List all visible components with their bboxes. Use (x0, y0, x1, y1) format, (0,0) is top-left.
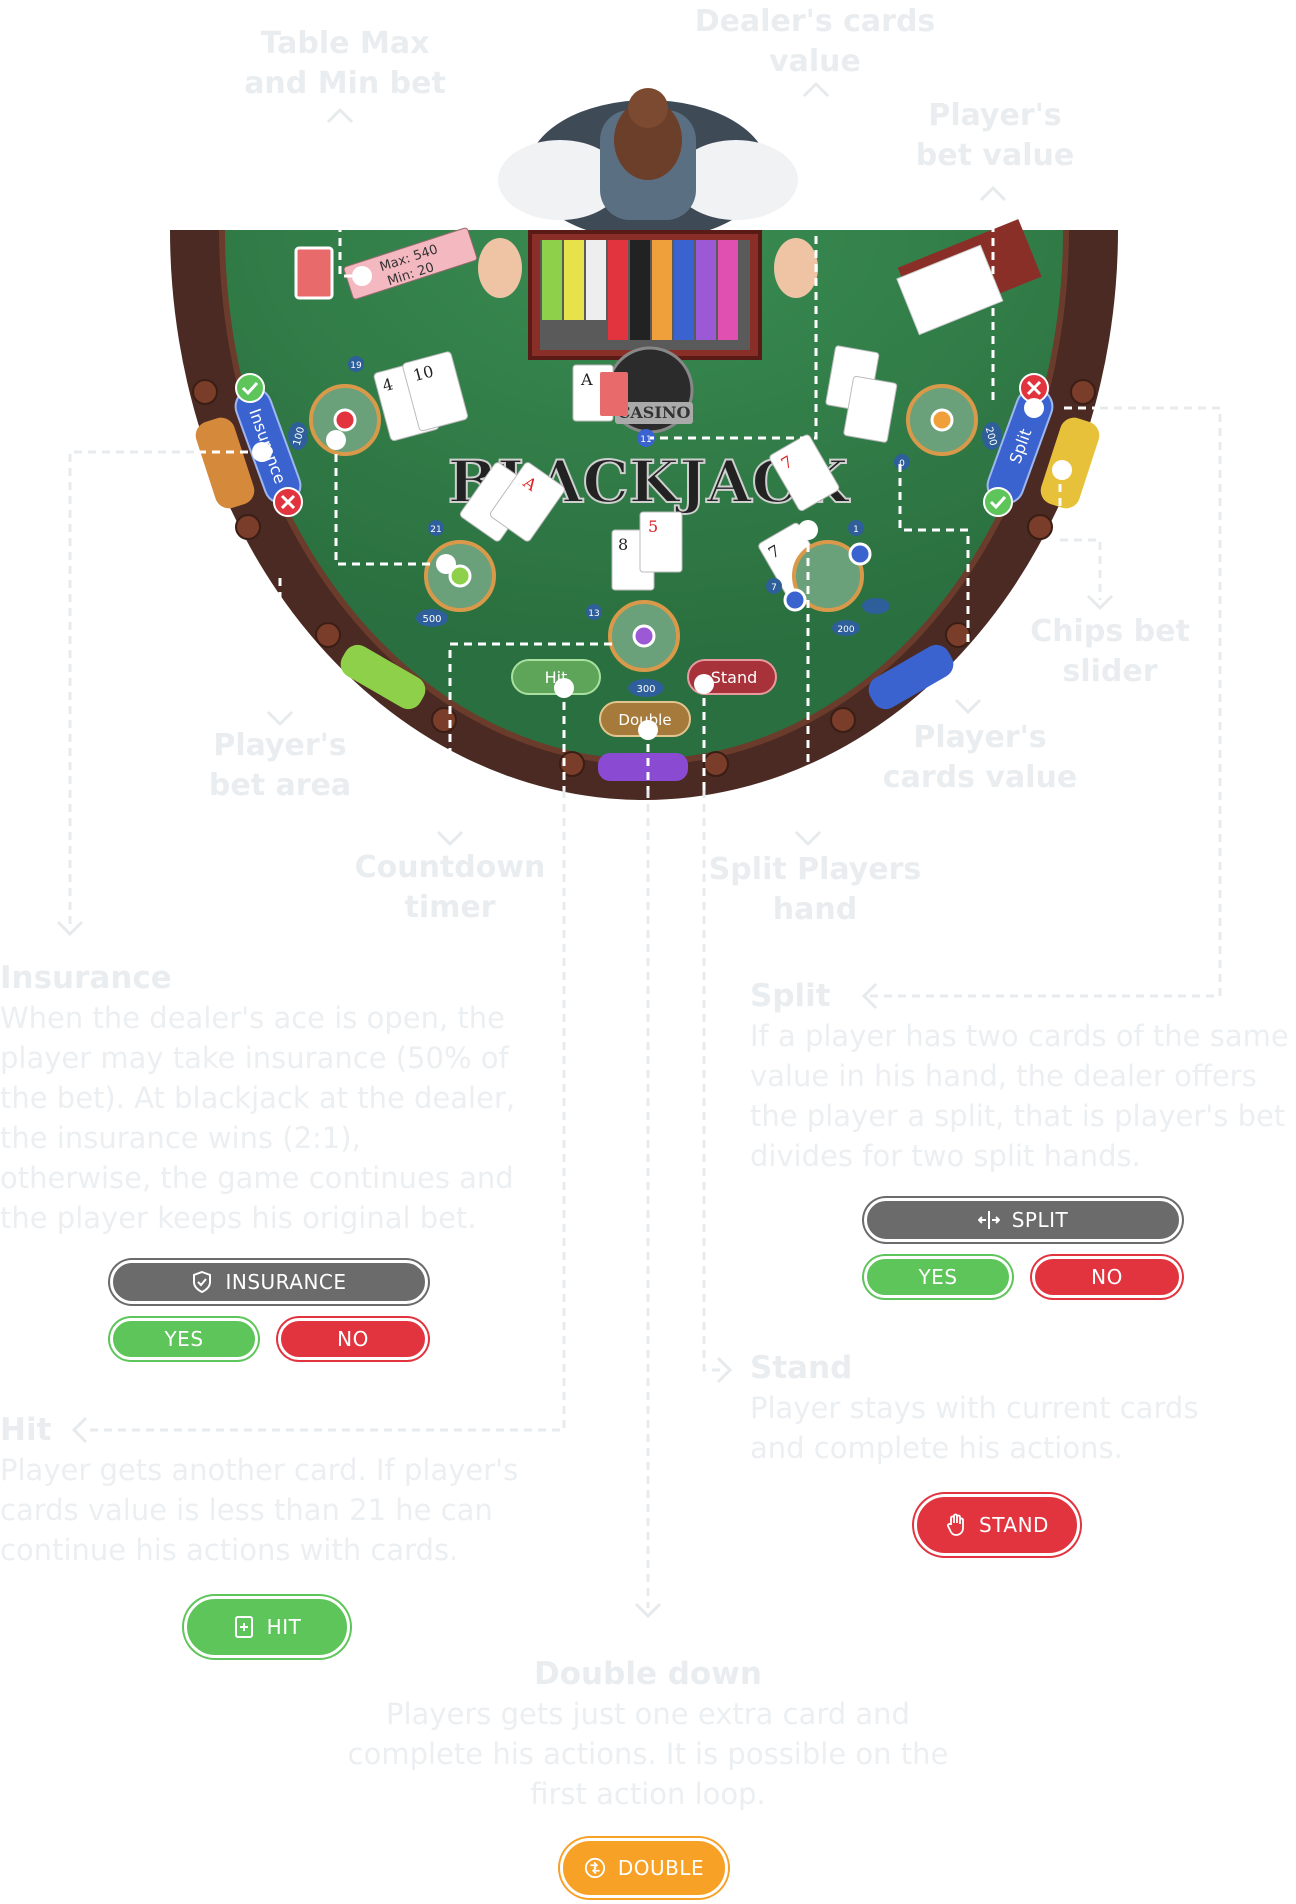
split-button-label: SPLIT (1011, 1208, 1069, 1232)
svg-text:10: 10 (411, 361, 436, 385)
double-text: Players gets just one extra card and com… (347, 1697, 949, 1811)
bet-left-top: 100 (292, 426, 308, 447)
chip-rack (528, 230, 762, 360)
annotation-player-bet-value: Player's bet value (915, 98, 1075, 173)
insurance-no-label: NO (337, 1327, 369, 1351)
insurance-yes-label: YES (164, 1327, 204, 1351)
stand-button[interactable]: STAND (914, 1494, 1080, 1556)
bet-center: 300 (636, 684, 655, 695)
hit-section: Hit Player gets another card. If player'… (0, 1410, 520, 1570)
rail-chip-holders (192, 379, 1096, 777)
insurance-text: When the dealer's ace is open, the playe… (0, 1001, 516, 1235)
double-chip-icon (584, 1857, 606, 1879)
svg-text:8: 8 (618, 535, 628, 554)
insurance-title: Insurance (0, 960, 172, 996)
dealer-value: 11 (640, 435, 651, 445)
annotation-player-bet-area: Player's bet area (208, 728, 352, 803)
split-no-button[interactable]: NO (1032, 1256, 1182, 1298)
hit-button[interactable]: HIT (184, 1596, 350, 1658)
max-min-plate (343, 227, 478, 300)
annotation-countdown-timer: Countdown timer (354, 850, 546, 925)
annotation-split-players-hand: Split Players hand (708, 852, 922, 927)
insurance-button[interactable]: INSURANCE (110, 1260, 428, 1304)
split-section: Split If a player has two cards of the s… (750, 976, 1296, 1176)
bet-chips (333, 408, 954, 648)
hand-center: 13 (588, 609, 599, 619)
bet-badges (288, 422, 1002, 697)
card-plus-icon (233, 1616, 255, 1638)
split-yes-label: YES (918, 1265, 958, 1289)
hand-right-top: 0 (899, 459, 905, 469)
double-title: Double down (534, 1656, 762, 1692)
insurance-button-label: INSURANCE (225, 1270, 347, 1294)
insurance-yes-button[interactable]: YES (110, 1318, 258, 1360)
dealer-cards: A (572, 364, 628, 422)
stand-text: Player stays with current cards and comp… (750, 1391, 1199, 1465)
bet-right-top: 200 (983, 426, 999, 447)
hand-left-top: 19 (350, 361, 362, 371)
annotation-chips-bet-slider: Chips bet slider (1030, 614, 1190, 689)
double-button[interactable]: DOUBLE (560, 1838, 728, 1898)
svg-text:Stand: Stand (711, 668, 758, 687)
shield-icon (191, 1271, 213, 1293)
dealer (478, 88, 818, 298)
split-button[interactable]: SPLIT (864, 1198, 1182, 1242)
annotation-player-cards-value: Player's cards value (882, 720, 1078, 795)
insurance-section: Insurance When the dealer's ace is open,… (0, 958, 520, 1238)
double-button-label: DOUBLE (617, 1856, 705, 1880)
stand-section: Stand Player stays with current cards an… (750, 1348, 1250, 1468)
hit-title: Hit (0, 1412, 52, 1448)
hit-text: Player gets another card. If player's ca… (0, 1453, 519, 1567)
insurance-no-button[interactable]: NO (278, 1318, 428, 1360)
chip-sliders (195, 417, 1100, 781)
svg-text:Double: Double (618, 711, 671, 729)
hand-right-a: 1 (853, 525, 859, 535)
split-text: If a player has two cards of the same va… (750, 1019, 1289, 1173)
hit-button-label: HIT (266, 1615, 302, 1639)
insurance-yes-icon (235, 373, 265, 403)
split-no-label: NO (1091, 1265, 1123, 1289)
split-title: Split (750, 978, 831, 1014)
svg-text:5: 5 (648, 517, 658, 536)
player-cards: 4 10 A 8 5 7 7 (373, 345, 898, 600)
hand-right-b: 7 (771, 583, 777, 593)
hand-left-mid: 21 (430, 525, 441, 535)
hand-stop-icon (945, 1513, 967, 1536)
bet-left-mid: 500 (422, 614, 441, 625)
stand-title: Stand (750, 1350, 853, 1386)
svg-text:4: 4 (380, 374, 395, 395)
split-arrows-icon (977, 1209, 1000, 1231)
svg-text:A: A (580, 370, 593, 389)
leader-lines (68, 96, 1222, 1608)
split-yes-button[interactable]: YES (864, 1256, 1012, 1298)
discard-card (294, 246, 334, 300)
stand-button-label: STAND (979, 1513, 1049, 1537)
svg-text:CASINO: CASINO (618, 403, 691, 422)
bet-right-low: 200 (837, 625, 854, 635)
double-section: Double down Players gets just one extra … (340, 1654, 956, 1814)
split-yes-icon (983, 487, 1013, 517)
annotation-dealer-cards-value: Dealer's cards value (694, 4, 936, 79)
annotation-table-max-min: Table Max and Min bet (244, 26, 446, 101)
